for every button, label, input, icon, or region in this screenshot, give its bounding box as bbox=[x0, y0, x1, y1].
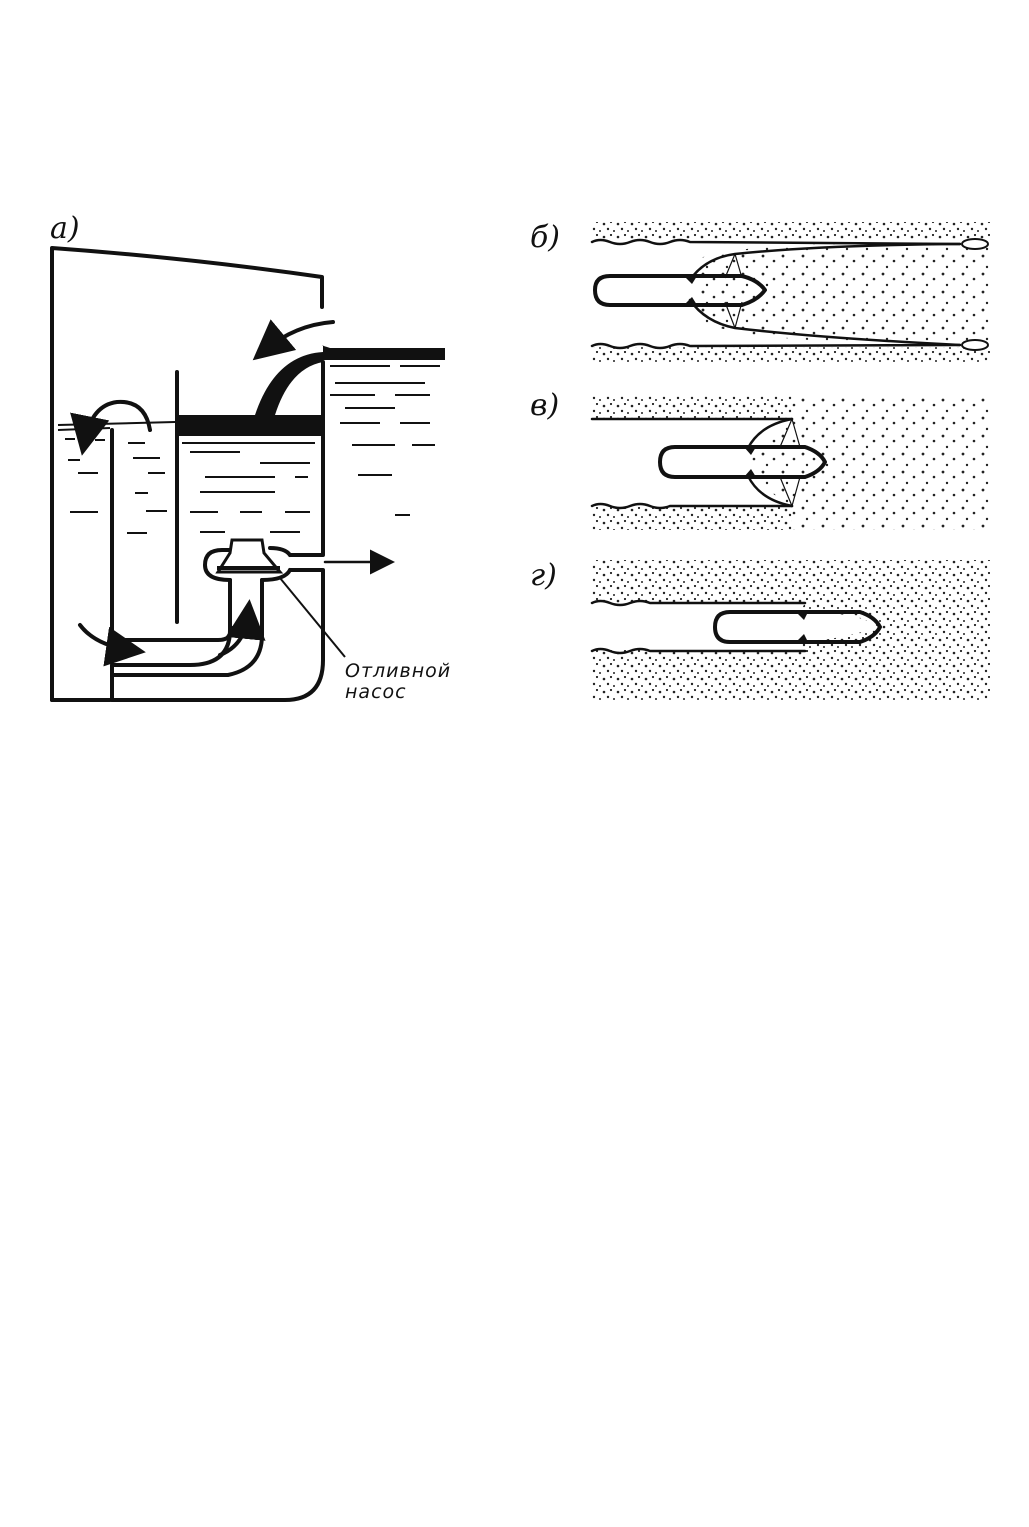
flow-arrow-icon bbox=[252, 319, 335, 361]
panel-v-label: в) bbox=[530, 388, 559, 423]
intake-pipe-lower bbox=[110, 578, 264, 677]
pump-caption-line2: насос bbox=[345, 681, 407, 703]
channel-wall-bottom bbox=[590, 647, 807, 655]
sea-surface bbox=[322, 345, 445, 360]
compartment-surface bbox=[177, 415, 323, 436]
panel-a-dock-pump: а) bbox=[50, 211, 451, 703]
inflow-stream bbox=[255, 352, 323, 415]
panel-g-label: г) bbox=[530, 558, 557, 593]
sea-water-lines bbox=[330, 365, 440, 516]
gate-leaves bbox=[746, 417, 794, 508]
submarine-hull bbox=[593, 274, 767, 307]
basin-water-lines bbox=[57, 421, 176, 534]
submarine-hull bbox=[713, 610, 882, 644]
panel-b-launch: б) bbox=[530, 220, 990, 363]
intake-pipe-inner bbox=[110, 428, 234, 642]
gate-leaf-top bbox=[688, 242, 962, 282]
pump-impeller-icon bbox=[215, 538, 284, 574]
inflow-arrow-icon bbox=[78, 623, 146, 667]
dock-wall bbox=[50, 246, 324, 702]
submarine-hull bbox=[658, 445, 827, 479]
panel-v-launch: в) bbox=[530, 388, 990, 530]
pump-casing bbox=[203, 546, 292, 582]
compartment-water-lines bbox=[182, 442, 315, 533]
pump-caption-line1: Отливной bbox=[345, 660, 451, 682]
channel-wall-top bbox=[590, 599, 807, 607]
channel-wall-top bbox=[590, 238, 962, 246]
pump-leader-line bbox=[279, 577, 346, 658]
channel-wall-bottom bbox=[590, 342, 962, 350]
overflow-arrow-icon bbox=[70, 399, 152, 456]
panel-g-launch: г) bbox=[530, 558, 990, 700]
panel-a-label: а) bbox=[50, 211, 80, 246]
panel-b-label: б) bbox=[530, 220, 560, 255]
gate-leaf-bottom bbox=[688, 298, 962, 347]
upflow-arrow-icon bbox=[218, 599, 266, 657]
channel-wall-bottom bbox=[590, 502, 794, 510]
